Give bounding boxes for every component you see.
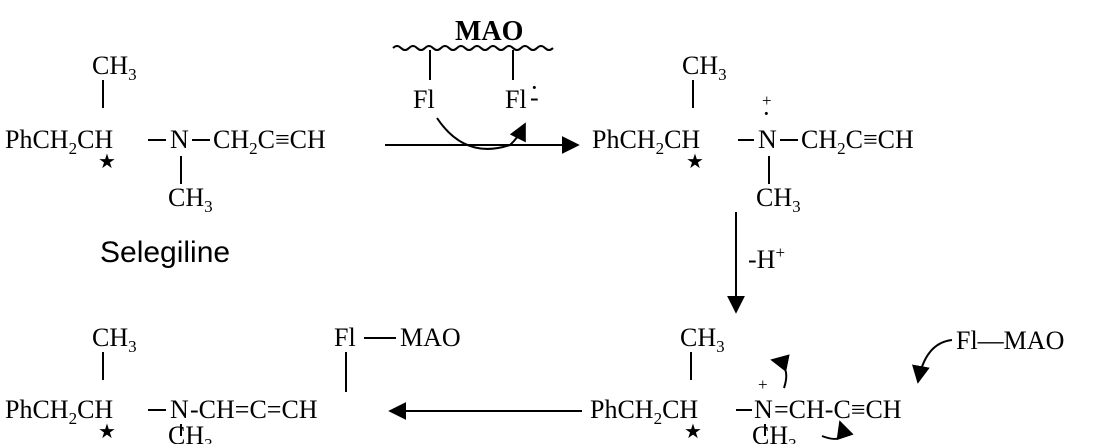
fl-radical-dot: ·	[530, 73, 539, 102]
ad-stereo-star: ★	[98, 421, 116, 443]
im-left-chain: PhCH2CH	[590, 395, 698, 428]
ad-fl: Fl	[334, 323, 356, 352]
rc-charge: +	[762, 91, 772, 110]
fl-oxidized: Fl	[413, 85, 435, 114]
rc-right-chain: CH2C≡CH	[801, 125, 914, 158]
iminium-structure: CH3 PhCH2CH ★ + N =CH-C≡CH CH3	[590, 323, 902, 444]
ad-right-chain: -CH=C=CH	[190, 395, 318, 424]
ad-left-chain: PhCH2CH	[5, 395, 113, 428]
sel-right-chain: CH2C≡CH	[213, 125, 326, 158]
rc-nitrogen: N	[758, 125, 777, 154]
im-ch3-bottom: CH3	[752, 421, 797, 444]
ad-ch3-top: CH3	[92, 323, 137, 356]
fl-radical-charge: -	[530, 83, 539, 112]
sel-ch3-bottom: CH3	[168, 183, 213, 216]
im-stereo-star: ★	[684, 421, 702, 443]
rc-ch3-bottom: CH3	[756, 183, 801, 216]
push-arrow-n	[770, 354, 790, 389]
sel-left-chain: PhCH2CH	[5, 125, 113, 158]
attack-arrow	[912, 339, 953, 384]
sel-stereo-star: ★	[98, 151, 116, 173]
im-ch3-top: CH3	[680, 323, 725, 356]
fl-mao-attacker: Fl—MAO	[956, 326, 1064, 355]
ad-mao: MAO	[400, 323, 461, 352]
im-right-chain: =CH-C≡CH	[774, 395, 902, 424]
selegiline-caption: Selegiline	[100, 236, 230, 269]
push-arrow-alkyne	[821, 420, 854, 441]
rc-stereo-star: ★	[686, 151, 704, 173]
ad-ch3-bottom: CH3	[168, 421, 213, 444]
rc-ch3-top: CH3	[682, 51, 727, 84]
rc-dot: ·	[762, 99, 771, 128]
deprotonation-label: -H+	[748, 243, 785, 274]
selegiline-structure: CH3 PhCH2CH ★ N CH2C≡CH CH3	[5, 51, 326, 216]
sel-nitrogen: N	[170, 125, 189, 154]
im-nitrogen: N	[754, 395, 773, 424]
sel-ch3-top: CH3	[92, 51, 137, 84]
rc-left-chain: PhCH2CH	[592, 125, 700, 158]
im-charge: +	[758, 375, 768, 394]
ad-nitrogen: N	[170, 395, 189, 424]
radical-cation-structure: CH3 PhCH2CH ★ + · N CH2C≡CH CH3	[592, 51, 914, 216]
adduct-structure: CH3 PhCH2CH ★ N -CH=C=CH Fl MAO CH3	[5, 323, 461, 444]
enzyme-surface	[392, 45, 554, 51]
mao-label: MAO	[455, 16, 523, 47]
fl-reduced: Fl	[505, 85, 527, 114]
